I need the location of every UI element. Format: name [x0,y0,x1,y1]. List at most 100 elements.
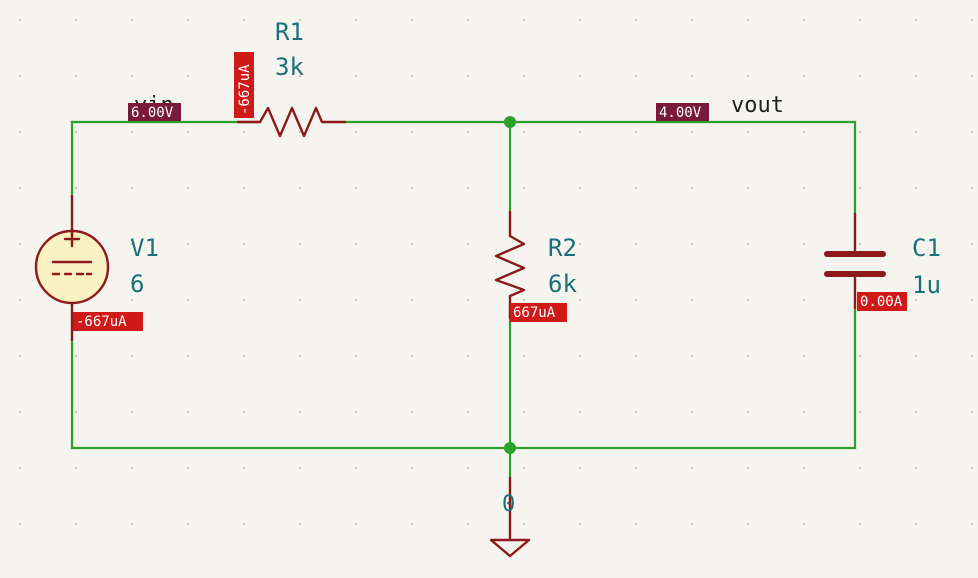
grid-dot [747,19,749,21]
grid-dot [971,131,973,133]
grid-dot [131,131,133,133]
grid-dot [75,187,77,189]
grid-dot [635,467,637,469]
grid-dot [355,411,357,413]
v1-current-text: -667uA [76,314,127,330]
grid-dot [411,131,413,133]
r2-value-label: 6k [548,270,577,298]
grid-dot [915,75,917,77]
grid-dot [75,411,77,413]
ground-symbol[interactable] [489,476,531,558]
grid-dot [859,75,861,77]
grid-dot [131,19,133,21]
grid-dot [635,131,637,133]
r2-ref-label: R2 [548,234,577,262]
grid-dot [691,467,693,469]
grid-dot [915,355,917,357]
grid-dot [859,187,861,189]
grid-dot [747,187,749,189]
grid-dot [131,299,133,301]
grid-dot [411,411,413,413]
grid-dot [299,243,301,245]
junction-dot-bottom [504,442,516,454]
grid-dot [467,187,469,189]
grid-dot [187,131,189,133]
resistor-r2[interactable] [494,210,526,320]
grid-dot [75,75,77,77]
vout-net-label: vout [731,93,784,118]
grid-dot [747,411,749,413]
v1-ref-label: V1 [130,234,159,262]
grid-dot [523,75,525,77]
grid-dot [355,187,357,189]
grid-dot [915,467,917,469]
grid-dot [523,355,525,357]
grid-dot [523,19,525,21]
grid-dot [915,299,917,301]
grid-dot [915,19,917,21]
grid-dot [579,19,581,21]
grid-dot [19,299,21,301]
plus-sign-icon [63,230,81,248]
grid-dot [75,131,77,133]
grid-dot [299,411,301,413]
grid-dot [467,523,469,525]
grid-dot [691,131,693,133]
grid-dot [187,299,189,301]
grid-dot [803,131,805,133]
grid-dot [803,411,805,413]
grid-dot [803,523,805,525]
grid-dot [187,467,189,469]
grid-dot [859,19,861,21]
grid-dot [859,411,861,413]
vin-voltage-probe: 6.00V [128,103,181,121]
grid-dot [971,75,973,77]
grid-dot [579,243,581,245]
grid-dot [355,299,357,301]
grid-dot [19,243,21,245]
grid-dot [971,19,973,21]
grid-dot [187,411,189,413]
grid-dot [971,355,973,357]
grid-dot [859,467,861,469]
grid-dot [971,523,973,525]
grid-dot [635,75,637,77]
grid-dot [579,75,581,77]
grid-dot [691,355,693,357]
grid-dot [635,355,637,357]
grid-dot [803,75,805,77]
grid-dot [299,131,301,133]
grid-dot [299,523,301,525]
grid-dot [467,467,469,469]
grid-dot [859,243,861,245]
grid-dot [635,243,637,245]
grid-dot [635,187,637,189]
grid-dot [579,467,581,469]
grid-dot [915,523,917,525]
grid-dot [803,299,805,301]
dc-symbol-icon [51,260,93,276]
grid-dot [747,523,749,525]
voltage-source-v1[interactable] [34,194,110,342]
grid-dot [859,523,861,525]
grid-dot [747,243,749,245]
grid-dot [635,411,637,413]
grid-dot [299,75,301,77]
r1-current-text: -667uA [237,64,253,115]
grid-dot [691,411,693,413]
grid-dot [915,187,917,189]
vout-voltage-probe: 4.00V [656,103,709,121]
grid-dot [299,299,301,301]
wires [70,120,857,480]
resistor-r1[interactable] [236,106,347,138]
grid-dot [75,467,77,469]
grid-dot [747,299,749,301]
grid-dot [299,187,301,189]
grid-dot [691,75,693,77]
grid-dot [803,243,805,245]
capacitor-c1[interactable] [824,212,886,310]
grid-dot [747,131,749,133]
grid-dot [691,243,693,245]
grid-dot [635,299,637,301]
grid-dot [131,187,133,189]
